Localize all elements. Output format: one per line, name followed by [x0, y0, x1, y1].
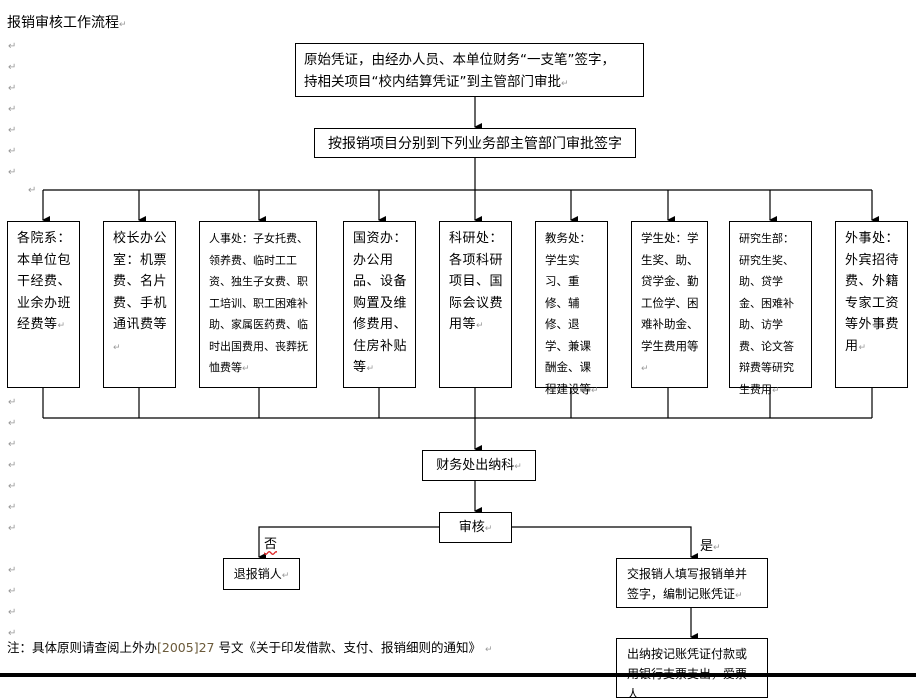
dept-box-college: 各院系：本单位包干经费、业余办班经费等↵	[7, 221, 80, 388]
paragraph-mark: ↵	[8, 481, 17, 492]
return-to-claimant-box: 退报销人↵	[223, 558, 300, 590]
fill-form-box: 交报销人填写报销单并签字，编制记账凭证↵	[616, 558, 768, 608]
paragraph-mark: ↵	[8, 586, 17, 597]
flowchart-connectors	[42, 97, 879, 641]
page-bottom-edge	[0, 673, 916, 677]
branch-no-label: 否	[264, 537, 278, 552]
footnote: 注：具体原则请查阅上外办[2005]27 号文《关于印发借款、支付、报销细则的通…	[7, 640, 493, 655]
paragraph-mark: ↵	[8, 62, 17, 73]
paragraph-mark: ↵	[8, 41, 17, 52]
dept-box-personnel: 人事处：子女托费、领养费、临时工工资、独生子女费、职工培训、职工困难补助、家属医…	[199, 221, 317, 388]
start-step-box: 原始凭证，由经办人员、本单位财务“一支笔”签字， 持相关项目“校内结算凭证”到主…	[295, 43, 644, 97]
document-title: 报销审核工作流程↵	[7, 15, 127, 31]
audit-decision-box: 审核↵	[439, 512, 512, 543]
dept-box-foreign-affairs: 外事处：外宾招待费、外籍专家工资等外事费用↵	[835, 221, 908, 388]
paragraph-mark: ↵	[8, 167, 17, 178]
paragraph-mark: ↵	[8, 418, 17, 429]
branch-yes-label: 是↵	[700, 539, 721, 554]
paragraph-mark: ↵	[8, 607, 17, 618]
dept-box-graduate-school: 研究生部：研究生奖、助、贷学金、困难补助、访学费、论文答辩费等研究生费用↵	[729, 221, 812, 396]
paragraph-mark: ↵	[8, 502, 17, 513]
paragraph-mark: ↵	[8, 523, 17, 534]
dept-box-research: 科研处：各项科研项目、国际会议费用等↵	[439, 221, 512, 388]
start-step-line1: 原始凭证，由经办人员、本单位财务“一支笔”签字，	[304, 52, 615, 68]
dept-box-student-affairs: 学生处：学生奖、助、贷学金、勤工俭学、困难补助金、学生费用等↵	[631, 221, 708, 388]
dispatch-step-box: 按报销项目分别到下列业务部主管部门审批签字	[314, 128, 636, 158]
paragraph-mark: ↵	[8, 104, 17, 115]
paragraph-mark: ↵	[8, 628, 17, 639]
dept-box-assets: 国资办：办公用品、设备购置及维修费用、住房补贴等↵	[343, 221, 416, 388]
dept-box-president-office: 校长办公室：机票费、名片费、手机通讯费等↵	[103, 221, 176, 388]
paragraph-mark: ↵	[8, 565, 17, 576]
finance-cashier-box: 财务处出纳科↵	[422, 450, 536, 481]
paragraph-mark: ↵	[8, 125, 17, 136]
footnote-doc-number: [2005]27	[157, 640, 215, 655]
paragraph-mark: ↵	[28, 185, 37, 196]
connector-audit-fill	[512, 526, 698, 561]
paragraph-mark: ↵	[8, 439, 17, 450]
start-step-line2: 持相关项目“校内结算凭证”到主管部门审批↵	[304, 74, 569, 90]
paragraph-mark: ↵	[8, 460, 17, 471]
connector-audit-reject	[258, 526, 439, 561]
paragraph-mark: ↵	[8, 397, 17, 408]
dept-box-academic-affairs: 教务处：学生实习、重修、辅修、退学、兼课酬金、课程建设等↵	[535, 221, 608, 396]
paragraph-mark: ↵	[8, 83, 17, 94]
payment-box: 出纳按记账凭证付款或用银行支票支出，爱票人	[616, 638, 768, 698]
paragraph-mark: ↵	[8, 146, 17, 157]
